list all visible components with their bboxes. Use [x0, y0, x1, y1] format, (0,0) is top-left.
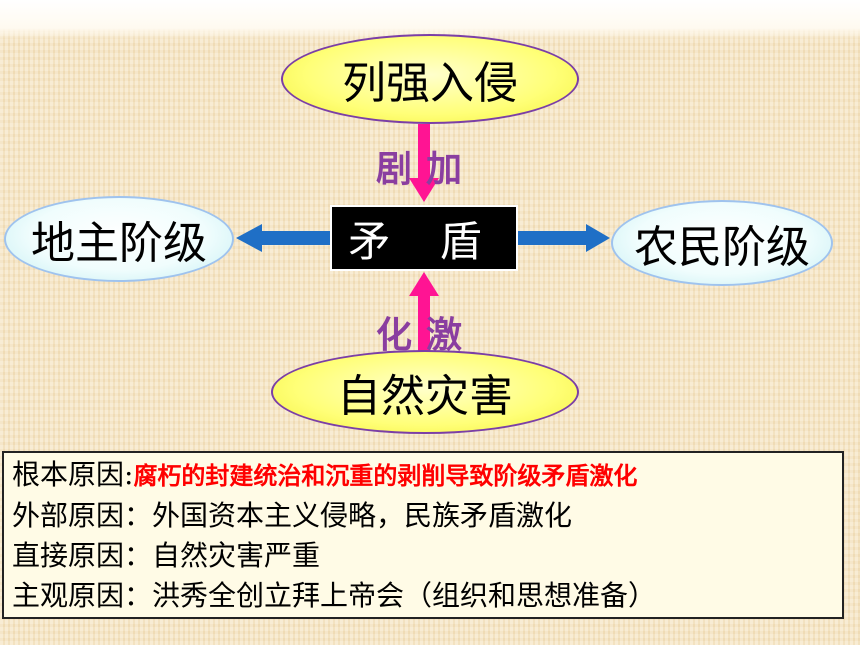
arrow-label-intensify-text: 剧加: [376, 148, 477, 190]
arrow-label-intensify: 剧加: [376, 140, 476, 192]
node-natural-disaster: 自然灾害: [271, 350, 579, 434]
arrow-label-aggravate-text: 化激: [376, 314, 477, 356]
cause-line-external: 外部原因：外国资本主义侵略，民族矛盾激化: [12, 496, 834, 536]
cause-line-fundamental: 根本原因:腐朽的封建统治和沉重的剥削导致阶级矛盾激化: [12, 455, 834, 496]
cause-text: 自然灾害严重: [152, 539, 321, 572]
node-contradiction-label: 矛 盾: [348, 216, 500, 266]
cause-line-direct: 直接原因：自然灾害严重: [12, 536, 834, 576]
node-natural-disaster-label: 自然灾害: [337, 371, 513, 422]
cause-label: 主观原因：: [12, 579, 153, 612]
node-landlord-class: 地主阶级: [4, 196, 234, 282]
blue-arrow-left: [236, 224, 330, 252]
cause-text: 外国资本主义侵略，民族矛盾激化: [152, 499, 573, 532]
node-foreign-invasion: 列强入侵: [281, 34, 579, 124]
cause-label: 外部原因：: [12, 499, 153, 532]
cause-text-highlight: 腐朽的封建统治和沉重的剥削导致阶级矛盾激化: [133, 462, 638, 490]
causes-textbox: 根本原因:腐朽的封建统治和沉重的剥削导致阶级矛盾激化 外部原因：外国资本主义侵略…: [2, 451, 844, 619]
cause-label: 直接原因：: [12, 539, 153, 572]
arrow-label-aggravate: 化激: [376, 306, 476, 358]
blue-arrow-right: [518, 224, 610, 252]
node-peasant-class-label: 农民阶级: [634, 222, 810, 273]
node-foreign-invasion-label: 列强入侵: [342, 58, 518, 109]
node-landlord-class-label: 地主阶级: [31, 218, 207, 269]
node-peasant-class: 农民阶级: [611, 200, 833, 286]
cause-text: 洪秀全创立拜上帝会（组织和思想准备）: [152, 579, 657, 612]
pink-arrow-up: [409, 272, 439, 352]
cause-label: 根本原因:: [12, 458, 134, 491]
node-contradiction: 矛 盾: [330, 205, 518, 271]
cause-line-subjective: 主观原因：洪秀全创立拜上帝会（组织和思想准备）: [12, 576, 834, 616]
pink-arrow-down: [409, 124, 439, 202]
